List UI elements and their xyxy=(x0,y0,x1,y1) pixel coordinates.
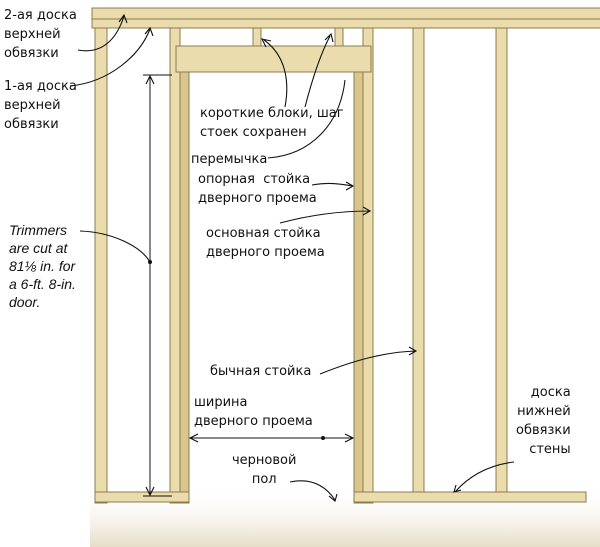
bottom-plate-right xyxy=(353,491,587,503)
label-opening-width: ширина дверного проема xyxy=(194,395,313,429)
common-stud xyxy=(412,27,425,494)
label-top-plate-2: 2-ая доска верхней обвязки xyxy=(4,8,77,61)
leader-top-plate-2 xyxy=(77,13,128,52)
left-trimmer xyxy=(179,71,190,504)
label-trimmers-note: Trimmers are cut at 81⅛ in. for a 6-ft. … xyxy=(9,222,76,310)
label-header: перемычка xyxy=(191,152,268,167)
left-king-stud xyxy=(169,27,181,504)
header xyxy=(175,45,372,73)
label-trimmer: опорная стойка дверного проема xyxy=(198,172,317,206)
top-plate-1 xyxy=(91,18,600,29)
label-subfloor: черновой пол xyxy=(232,453,297,487)
end-stud xyxy=(94,27,108,504)
right-king-stud xyxy=(362,27,374,504)
label-cripples: короткие блоки, шаг стоек сохранен xyxy=(200,106,344,140)
common-stud xyxy=(495,27,508,494)
label-bottom-plate: доска нижней обвязки стены xyxy=(516,385,571,457)
label-common-stud: бычная стойка xyxy=(210,364,312,379)
label-top-plate-1: 1-ая доска верхней обвязки xyxy=(4,79,77,132)
top-plate-2 xyxy=(91,7,600,20)
right-trimmer xyxy=(353,71,364,504)
cripple-block xyxy=(252,27,262,47)
cripple-block xyxy=(334,27,344,47)
bottom-plate-left xyxy=(94,491,190,503)
label-king-stud: основная стойка дверного проема xyxy=(206,226,325,260)
